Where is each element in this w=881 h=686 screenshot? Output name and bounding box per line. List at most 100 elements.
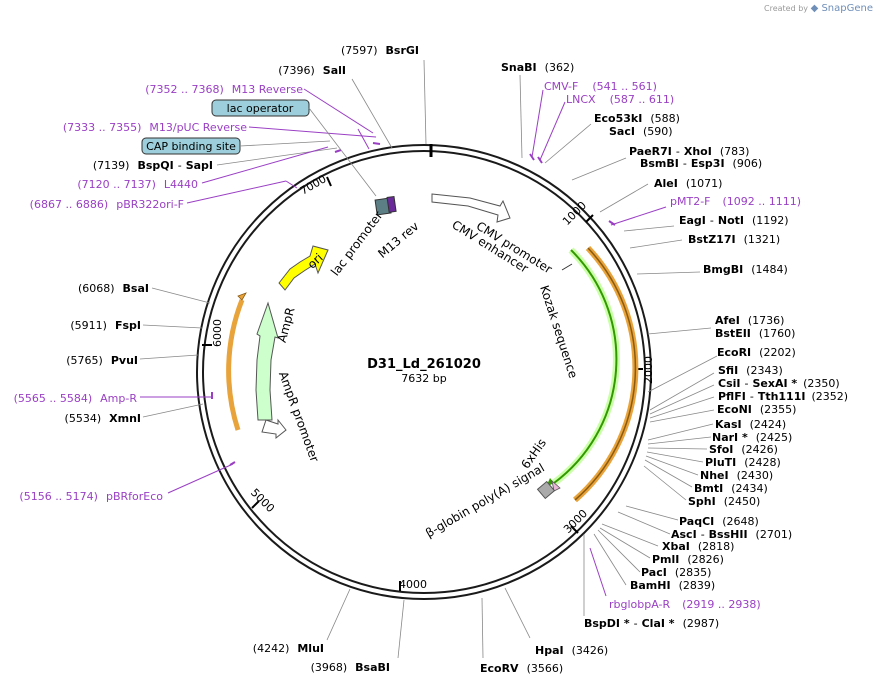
leader-nari xyxy=(647,436,712,445)
leader-pbr322ori-2 xyxy=(285,180,298,189)
leader-eco53ki xyxy=(544,123,592,164)
primer-tick-l4440 xyxy=(334,149,342,153)
primer-tick-pbrforeco xyxy=(229,461,236,466)
tick-1000-mark xyxy=(585,214,594,223)
polya-label: β-globin poly(A) signal xyxy=(423,461,547,541)
lac-operator-label: lac operator xyxy=(227,102,294,115)
leader-bsabi xyxy=(397,599,405,659)
site-saci: SacI(590) xyxy=(609,125,673,138)
credit-brand: SnapGene xyxy=(821,3,873,14)
snapgene-credit: Created by ◆ SnapGene xyxy=(764,3,873,14)
ampr-arrow xyxy=(255,301,279,421)
leader-afei xyxy=(647,327,712,335)
primer-leaders xyxy=(140,88,667,597)
kozak-marker xyxy=(561,263,573,271)
leader-l4440 xyxy=(201,146,329,184)
site-pflfi: PflFI-Tth111I(2352) xyxy=(718,390,848,403)
leader-bmgbi xyxy=(636,271,701,275)
leader-pbrforeco xyxy=(167,463,234,494)
lac-promoter-label: lac promoter xyxy=(328,209,385,279)
leader-hpai xyxy=(504,587,531,639)
site-pvui: (5765)PvuI xyxy=(66,354,138,367)
site-bsmbi: BsmBI-Esp3I(906) xyxy=(640,157,762,170)
site-nari: NarI *(2425) xyxy=(712,431,792,444)
leader-bspqi xyxy=(216,147,338,166)
leader-bsrgi xyxy=(423,59,427,145)
leader-pbr322ori xyxy=(186,180,287,204)
leader-pvui xyxy=(139,354,199,360)
tick-2000: 2000 xyxy=(642,356,655,384)
site-sphi: SphI(2450) xyxy=(688,495,760,508)
site-xmni: (5534)XmnI xyxy=(65,412,141,425)
site-asci: AscI-BssHII(2701) xyxy=(671,528,792,541)
site-sali: (7396)SalI xyxy=(278,64,346,77)
credit-prefix: Created by xyxy=(764,4,809,13)
primer-m13-puc-reverse: (7333 .. 7355)M13/pUC Reverse xyxy=(63,121,247,134)
primer-tick-cmv xyxy=(529,153,535,161)
leader-snabi xyxy=(519,74,523,159)
tick-6000: 6000 xyxy=(211,319,224,347)
ampr-promoter-label: AmpR promoter xyxy=(276,369,322,463)
plasmid-length: 7632 bp xyxy=(401,372,446,385)
ampr-orange-arrowhead xyxy=(237,292,247,301)
primer-pbrforeco: (5156 .. 5174)pBRforEco xyxy=(19,490,163,503)
tick-1000: 1000 xyxy=(560,199,589,228)
primer-ticks xyxy=(211,142,616,466)
primer-amp-r: (5565 .. 5584)Amp-R xyxy=(14,392,138,405)
site-hpai: HpaI(3426) xyxy=(535,644,608,657)
site-pmli: PmlI(2826) xyxy=(652,553,724,566)
primer-tick-pmt2 xyxy=(608,220,616,226)
tick-5000-mark xyxy=(251,500,260,509)
his-tag-mark xyxy=(551,479,561,492)
primer-pbr322ori-f: (6867 .. 6886)pBR322ori-F xyxy=(30,198,184,211)
polya-box xyxy=(536,480,556,500)
ampr-orange-arc xyxy=(226,299,245,431)
site-kasi: KasI(2424) xyxy=(715,418,786,431)
primer-lncx: LNCX(587 .. 611) xyxy=(566,93,674,106)
tick-3000-mark xyxy=(570,525,579,534)
site-snabi: SnaBI(362) xyxy=(501,61,574,74)
primer-rbglobpa-r: rbglobpA-R(2919 .. 2938) xyxy=(609,598,761,611)
cap-site-leader xyxy=(239,140,331,147)
ori-arrow xyxy=(278,245,329,291)
site-pluti: PluTI(2428) xyxy=(705,456,781,469)
leader-bmti xyxy=(644,459,693,488)
ampr-promoter-arrow xyxy=(261,418,287,440)
site-bmgbi: BmgBI(1484) xyxy=(703,263,788,276)
leader-ecori xyxy=(647,355,718,393)
leader-pmli xyxy=(599,527,651,559)
site-sfii: SfiI(2343) xyxy=(718,364,783,377)
leader-pmt2 xyxy=(610,206,667,226)
leader-sfii xyxy=(649,372,715,411)
leader-pflfi xyxy=(649,396,715,419)
site-fspi: (5911)FspI xyxy=(70,319,141,332)
plasmid-name: D31_Ld_261020 xyxy=(367,357,481,372)
leader-sfoi xyxy=(647,447,708,450)
site-leaders xyxy=(139,59,718,659)
site-eco53ki: Eco53kI(588) xyxy=(594,112,680,125)
leader-csii xyxy=(649,384,715,415)
leader-eagi xyxy=(623,225,675,232)
leader-bsai xyxy=(151,287,211,304)
cap-site-label: CAP binding site xyxy=(146,140,236,153)
site-xbai: XbaI(2818) xyxy=(662,540,734,553)
ampr-label: AmpR xyxy=(275,306,298,344)
site-paci: PacI(2835) xyxy=(641,566,711,579)
leader-xmni xyxy=(142,403,204,418)
leader-lncx xyxy=(539,101,566,161)
leader-m13-reverse xyxy=(303,88,374,134)
leader-m13puc xyxy=(248,126,377,138)
site-econi: EcoNI(2355) xyxy=(717,403,796,416)
leader-mlui xyxy=(326,588,351,641)
site-mlui: (4242)MluI xyxy=(253,642,324,655)
leader-asci xyxy=(617,511,671,535)
leader-paqci xyxy=(625,505,679,521)
tick-7000-mark xyxy=(326,176,332,187)
m13-rev-label: M13 rev xyxy=(375,219,421,261)
primer-tick-m13 xyxy=(372,142,381,145)
primer-cmv-f: CMV-F(541 .. 561) xyxy=(544,80,657,93)
m13-block xyxy=(386,195,397,213)
tick-7000: 7000 xyxy=(298,172,329,197)
cmv-arrow xyxy=(431,193,511,223)
leader-bamhi xyxy=(593,533,627,586)
